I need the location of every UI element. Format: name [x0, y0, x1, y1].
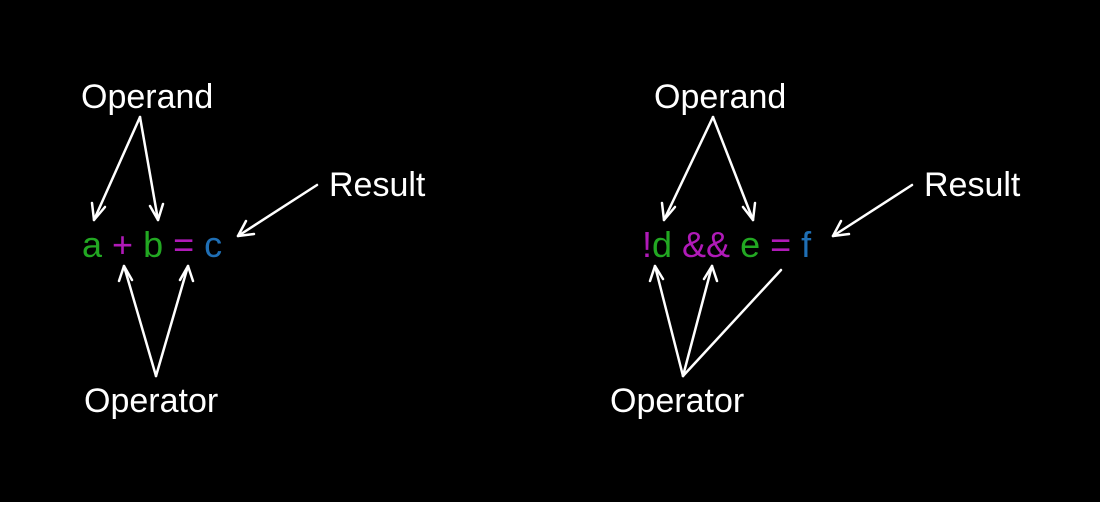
right-result-f: f: [801, 224, 812, 265]
right-operator-line-equals: [681, 268, 783, 378]
right-operator-arrow-and: [681, 264, 719, 378]
right-result-arrow: [831, 183, 914, 238]
right-expression: !d&&e=f: [642, 227, 811, 263]
right-operator-arrow-not: [648, 264, 685, 378]
left-operand-arrow-b: [138, 115, 165, 222]
right-operand-d: d: [652, 224, 673, 265]
left-operator-arrow-equals: [154, 264, 195, 378]
right-result-label: Result: [924, 166, 1021, 204]
left-operator-label: Operator: [84, 382, 219, 420]
right-operator-and: &&: [682, 224, 731, 265]
right-operator-equals: =: [770, 224, 792, 265]
left-operand-label: Operand: [81, 78, 214, 116]
left-result-arrow: [236, 183, 319, 238]
right-operator-label: Operator: [610, 382, 745, 420]
right-operator-not: !: [642, 224, 653, 265]
left-operand-a: a: [82, 224, 103, 265]
right-operand-arrow-d: [660, 115, 715, 222]
left-operator-plus: +: [112, 224, 134, 265]
right-operand-arrow-e: [711, 115, 757, 222]
left-operand-arrow-a: [90, 115, 142, 222]
left-operand-b: b: [143, 224, 164, 265]
left-expression: a+b=c: [82, 227, 222, 263]
right-operand-label: Operand: [654, 78, 787, 116]
right-operand-e: e: [740, 224, 761, 265]
left-operator-equals: =: [173, 224, 195, 265]
left-operator-arrow-plus: [117, 264, 158, 378]
left-result-c: c: [204, 224, 223, 265]
left-result-label: Result: [329, 166, 426, 204]
